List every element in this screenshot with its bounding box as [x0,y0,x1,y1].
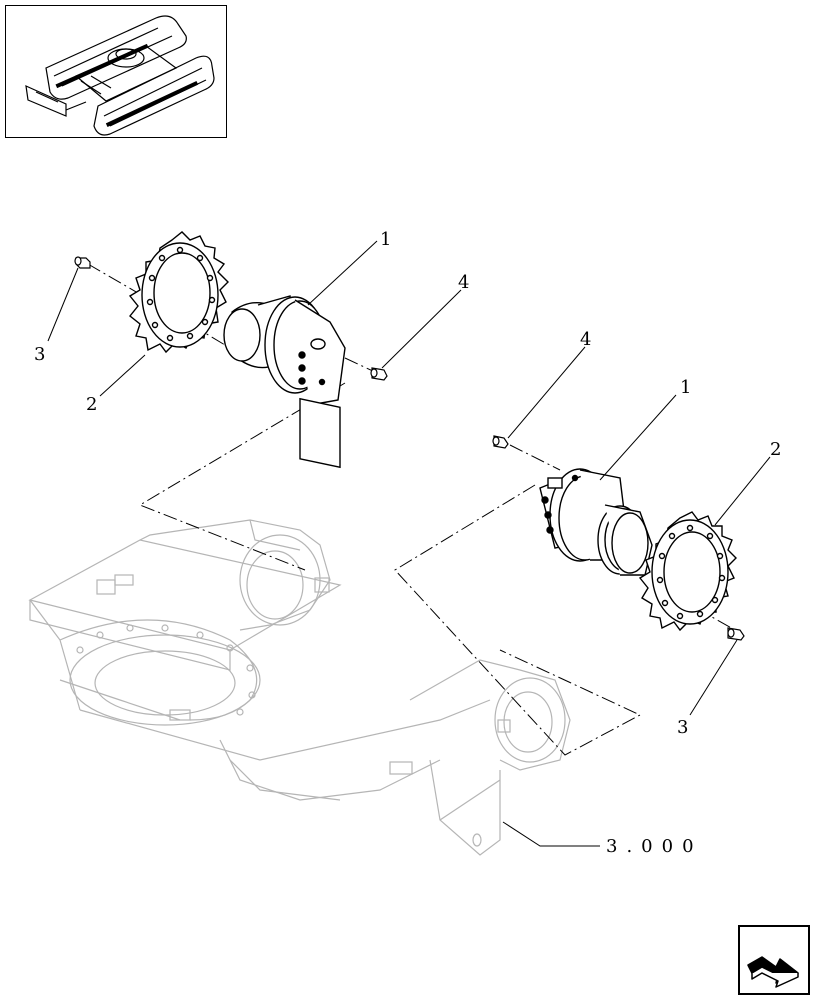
callout-right-1: 1 [680,377,691,398]
leader-lines [47,240,771,847]
callout-right-3: 3 [677,717,688,738]
left-sprocket [128,231,229,354]
callout-left-3: 3 [34,344,45,365]
callout-left-4: 4 [458,272,469,293]
right-travel-motor [539,468,653,576]
callout-right-4: 4 [580,329,591,350]
excavator-thumbnail-icon [25,15,215,136]
next-page-button[interactable] [738,925,810,995]
callout-left-2: 2 [86,394,97,415]
next-page-arrow-icon [747,956,799,988]
callout-right-2: 2 [770,439,781,460]
callouts: 1 4 3 2 4 1 2 3 3.000 [34,229,781,857]
left-bolt-4 [370,367,388,381]
undercarriage-thumbnail [5,5,227,138]
left-bolt-3 [74,256,91,269]
right-bolt-4 [492,435,509,449]
callout-left-1: 1 [380,229,391,250]
right-bolt-3 [727,627,745,641]
undercarriage-frame [28,519,571,856]
left-travel-motor [223,295,346,469]
right-sprocket [638,511,737,632]
frame-reference-label: 3.000 [606,836,703,857]
